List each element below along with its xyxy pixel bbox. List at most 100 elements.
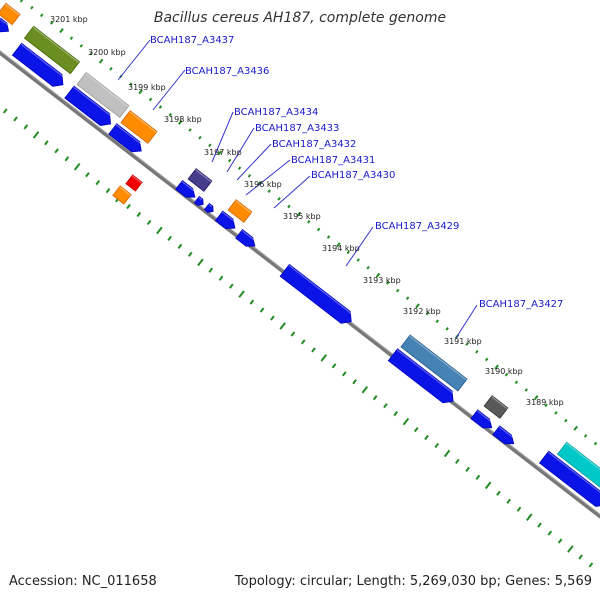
- outer-tick: [40, 13, 44, 18]
- inner-tick: [578, 554, 583, 560]
- kbp-tick-label: 3198 kbp: [164, 115, 202, 124]
- outer-tick: [564, 418, 568, 423]
- outer-tick: [247, 174, 252, 178]
- inner-tick: [537, 522, 542, 528]
- outer-tick: [287, 204, 291, 209]
- outer-tick: [217, 150, 223, 156]
- inner-tick: [393, 411, 399, 417]
- kbp-tick-label: 3197 kbp: [204, 148, 242, 157]
- outer-tick: [208, 143, 212, 148]
- inner-tick: [588, 562, 594, 568]
- outer-tick: [49, 21, 54, 25]
- inner-tick: [455, 458, 460, 465]
- gene-label[interactable]: BCAH187_A3437: [150, 35, 234, 46]
- cds-arrow: [203, 202, 214, 213]
- inner-tick: [300, 339, 306, 345]
- outer-tick: [89, 51, 93, 56]
- inner-tick: [136, 211, 142, 218]
- gene-label[interactable]: BCAH187_A3429: [375, 221, 459, 232]
- kbp-tick-label: 3195 kbp: [283, 212, 321, 221]
- inner-tick: [208, 267, 214, 273]
- outer-tick: [326, 235, 331, 239]
- inner-tick: [547, 530, 553, 536]
- inner-tick: [54, 148, 59, 154]
- inner-tick: [443, 449, 451, 458]
- cds-arrow: [11, 42, 65, 87]
- inner-tick: [413, 426, 419, 433]
- outer-tick: [494, 364, 499, 370]
- kbp-tick-label: 3196 kbp: [244, 180, 282, 189]
- outer-tick: [375, 272, 381, 278]
- gene-leader-line: [236, 143, 272, 181]
- inner-tick: [506, 498, 512, 504]
- inner-tick: [516, 506, 522, 512]
- gene-feature-orange: [227, 199, 253, 223]
- outer-tick: [198, 135, 202, 140]
- inner-tick: [228, 283, 234, 289]
- gene-label[interactable]: BCAH187_A3433: [255, 123, 339, 134]
- cds-arrow: [64, 85, 112, 126]
- inner-tick: [167, 235, 172, 241]
- gene-label[interactable]: BCAH187_A3436: [185, 66, 269, 77]
- kbp-tick-label: 3193 kbp: [363, 276, 401, 285]
- inner-tick: [383, 403, 388, 409]
- kbp-tick-label: 3201 kbp: [50, 15, 88, 24]
- gene-label[interactable]: BCAH187_A3430: [311, 170, 395, 181]
- inner-tick: [126, 203, 131, 210]
- inner-tick: [2, 108, 8, 114]
- gene-feature-cyan: [556, 441, 600, 491]
- gene-feature-slate: [187, 168, 213, 192]
- outer-tick: [475, 349, 479, 354]
- inner-tick: [331, 363, 337, 369]
- inner-tick: [496, 490, 501, 496]
- gene-label[interactable]: BCAH187_A3427: [479, 299, 563, 310]
- gene-label[interactable]: BCAH187_A3431: [291, 155, 375, 166]
- outer-tick: [307, 219, 311, 224]
- gene-leader-line: [152, 69, 186, 111]
- gene-feature-red: [125, 174, 143, 192]
- outer-tick: [336, 242, 341, 248]
- outer-tick: [98, 58, 104, 64]
- cds-arrow: [279, 263, 353, 324]
- inner-tick: [320, 354, 328, 362]
- cds-arrow: [387, 348, 455, 404]
- kbp-tick-label: 3199 kbp: [128, 83, 166, 92]
- inner-tick: [23, 124, 29, 130]
- gene-label[interactable]: BCAH187_A3432: [272, 139, 356, 150]
- tick-rings: [2, 0, 598, 568]
- gene-feature-olive: [23, 25, 81, 75]
- gene-leader-line: [455, 304, 478, 339]
- outer-tick: [168, 112, 173, 117]
- inner-tick: [187, 251, 193, 257]
- inner-tick: [95, 180, 101, 186]
- outer-tick: [533, 395, 539, 401]
- gene-label[interactable]: BCAH187_A3434: [234, 107, 318, 118]
- inner-tick: [13, 116, 18, 122]
- outer-tick: [296, 211, 302, 217]
- inner-tick: [342, 371, 347, 377]
- inner-tick: [32, 131, 40, 139]
- kbp-tick-label: 3194 kbp: [322, 244, 360, 253]
- cds-arrow: [175, 179, 196, 198]
- outer-tick: [386, 281, 390, 285]
- outer-tick: [573, 425, 578, 431]
- outer-tick: [316, 227, 321, 232]
- kbp-tick-label: 3192 kbp: [403, 307, 441, 316]
- outer-tick: [227, 158, 232, 163]
- inner-tick: [279, 322, 286, 330]
- outer-tick: [69, 36, 74, 41]
- outer-tick: [583, 434, 588, 438]
- outer-tick: [158, 105, 163, 109]
- outer-tick: [415, 303, 420, 309]
- inner-tick: [238, 290, 245, 298]
- gene-feature-silver: [76, 71, 130, 119]
- outer-tick: [405, 296, 410, 301]
- outer-tick: [79, 44, 84, 48]
- gene-leader-line: [226, 127, 255, 173]
- inner-tick: [434, 442, 440, 449]
- gene-feature-orange: [112, 185, 132, 205]
- inner-tick: [290, 331, 296, 337]
- gene-leader-line: [273, 175, 311, 209]
